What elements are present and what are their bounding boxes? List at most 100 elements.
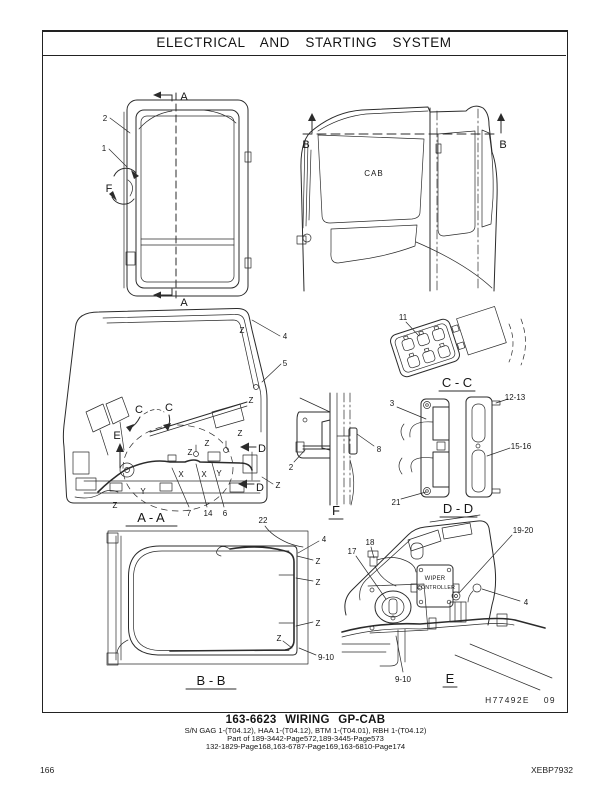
keypad-keys-stroke bbox=[433, 325, 440, 331]
section-aa-view-stroke bbox=[102, 314, 262, 433]
detail-e-view-stroke bbox=[418, 599, 424, 605]
section-aa-view-stroke bbox=[106, 319, 255, 389]
label-x-marker: X bbox=[201, 470, 207, 479]
section-aa-view-stroke bbox=[109, 482, 123, 492]
keypad-view-cc-stroke-stroke bbox=[456, 341, 466, 350]
footer-page-number: 166 bbox=[40, 765, 55, 775]
label-item-21: 21 bbox=[392, 498, 401, 507]
front-cab-view-stroke bbox=[109, 117, 131, 134]
section-aa-view-stroke bbox=[261, 476, 274, 485]
detail-e-view-stroke bbox=[381, 596, 405, 618]
section-bb-view: 4 Z Z Z Z 9-10 B - B bbox=[106, 530, 335, 690]
pedal bbox=[105, 396, 130, 425]
section-bb-view-stroke bbox=[298, 647, 317, 656]
detail-e-view-stroke bbox=[359, 539, 411, 601]
front-cab-view-stroke bbox=[202, 109, 237, 124]
cab-outer-outline bbox=[126, 99, 249, 297]
keypad-keys-stroke bbox=[401, 338, 415, 352]
section-dd-view-stroke bbox=[396, 406, 427, 420]
label-item-9-10: 9-10 bbox=[395, 675, 412, 684]
detail-e-view-stroke bbox=[454, 654, 541, 691]
front-cab-view-stroke bbox=[108, 148, 128, 168]
detail-e-view-stroke bbox=[341, 623, 515, 638]
front-cab-view-stroke bbox=[131, 170, 139, 179]
view-title-dd: D - D bbox=[443, 501, 473, 516]
bolt-head bbox=[295, 441, 305, 453]
label-item-18: 18 bbox=[366, 538, 375, 547]
section-aa-view-stroke bbox=[126, 424, 134, 432]
label-y-marker: Y bbox=[140, 487, 146, 496]
keypad-view-cc-stroke bbox=[390, 306, 507, 378]
part-of-line: Part of 189-3442-Page572,189-3445-Page57… bbox=[227, 733, 384, 743]
connector-boot bbox=[410, 542, 424, 560]
detail-f-view-stroke bbox=[349, 459, 355, 506]
door-window bbox=[437, 130, 476, 237]
keypad-keys bbox=[401, 325, 451, 369]
hinge bbox=[244, 257, 252, 269]
lower-front-panel bbox=[330, 224, 418, 264]
label-item-1: 1 bbox=[102, 144, 107, 153]
detail-e-view-stroke bbox=[418, 567, 424, 573]
windshield-outline bbox=[140, 115, 235, 283]
front-cab-view-stroke bbox=[109, 191, 117, 201]
label-z-marker: Z bbox=[113, 501, 118, 510]
detail-e-view-stroke bbox=[407, 529, 442, 552]
section-aa-view-stroke bbox=[242, 454, 258, 474]
ring-terminal bbox=[472, 583, 482, 593]
connector-slot bbox=[471, 449, 486, 493]
detail-e-view-stroke bbox=[458, 534, 513, 594]
label-z-marker: Z bbox=[249, 396, 254, 405]
label-item-14: 14 bbox=[204, 509, 213, 518]
plate-number: H77492E bbox=[485, 695, 530, 705]
label-z-marker: Z bbox=[188, 448, 193, 457]
section-aa-view-stroke bbox=[75, 477, 97, 491]
relay-plate bbox=[420, 398, 450, 498]
detail-f-view: 8 2 F bbox=[289, 392, 382, 520]
keypad-keys-stroke bbox=[437, 345, 451, 359]
section-aa-view-stroke bbox=[143, 409, 165, 415]
section-bb-view-stroke bbox=[295, 577, 314, 582]
section-dd-view-stroke bbox=[425, 403, 429, 407]
section-dd-view-stroke bbox=[436, 441, 446, 451]
section-aa-view-stroke bbox=[149, 405, 248, 437]
door-handle bbox=[435, 143, 442, 154]
detail-e-view-stroke bbox=[417, 585, 423, 591]
label-item-4: 4 bbox=[524, 598, 529, 607]
label-z-marker: Z bbox=[277, 634, 282, 643]
detail-e-view-stroke bbox=[469, 643, 553, 679]
page-title: ELECTRICAL AND STARTING SYSTEM bbox=[42, 30, 566, 56]
side-cab-view-stroke bbox=[308, 149, 312, 221]
detail-e-view-stroke bbox=[454, 594, 458, 598]
label-x-marker: X bbox=[178, 470, 184, 479]
label-item-22: 22 bbox=[259, 516, 268, 525]
section-bb-view-stroke bbox=[116, 639, 129, 654]
section-aa-view-stroke bbox=[240, 442, 249, 452]
pages-line: 132-1829-Page168,163-6787-Page169,163-68… bbox=[205, 741, 406, 751]
view-title-aa: A - A bbox=[137, 510, 165, 525]
section-dd-view-stroke bbox=[486, 447, 511, 457]
keypad-keys-stroke bbox=[416, 333, 430, 347]
roof-harness bbox=[169, 546, 295, 652]
page-footer: 166 XEBP7932 bbox=[40, 765, 573, 775]
keypad-body bbox=[390, 318, 460, 378]
keypad-keys-stroke bbox=[407, 355, 421, 369]
arrow-a-top bbox=[153, 91, 161, 99]
detail-e-view-stroke bbox=[379, 629, 399, 667]
section-dd-view-stroke bbox=[423, 401, 431, 409]
section-dd-view-stroke bbox=[400, 491, 427, 500]
item8-part bbox=[348, 427, 358, 455]
section-dd-view: 3 21 12-13 15-16 D - D bbox=[390, 393, 532, 518]
label-z-marker: Z bbox=[316, 619, 321, 628]
detail-e-view-stroke bbox=[467, 590, 474, 603]
front-cab-view: A A 2 1 F bbox=[102, 91, 252, 309]
label-item-4: 4 bbox=[283, 332, 288, 341]
side-cab-view-stroke bbox=[296, 235, 307, 245]
section-aa-view-stroke bbox=[264, 525, 304, 548]
section-bb-view-stroke bbox=[297, 540, 320, 554]
section-aa-view-stroke bbox=[163, 423, 171, 431]
roof-outer bbox=[107, 530, 309, 665]
cab-inner-frame bbox=[135, 109, 240, 289]
latch-bracket bbox=[125, 251, 136, 266]
connector-plate bbox=[465, 396, 493, 498]
rotation-arrow-upper bbox=[113, 167, 137, 177]
